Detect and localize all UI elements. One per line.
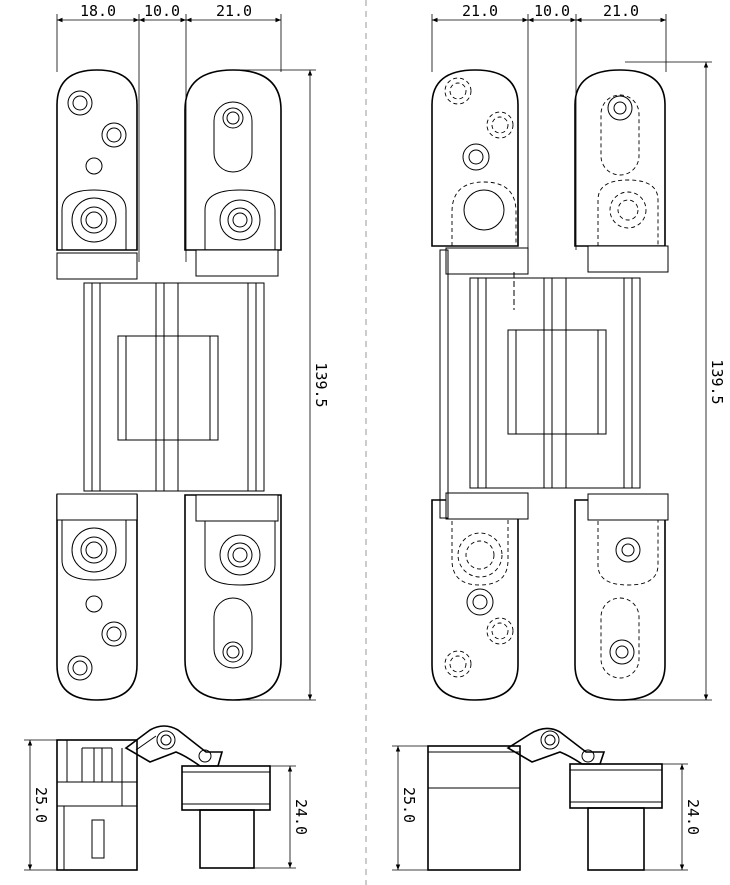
right-leaf-bottom — [184, 494, 282, 701]
hinge-arm — [124, 725, 224, 767]
right-top-dimensions: 21.0 10.0 21.0 139.5 — [431, 2, 726, 701]
dim-left-2: 10.0 — [144, 2, 180, 20]
dim-right-3: 21.0 — [603, 2, 639, 20]
clamp-plate — [56, 252, 138, 280]
dim-left-1: 18.0 — [80, 2, 116, 20]
left-leaf-top — [56, 69, 138, 251]
dim-side-right-height: 24.0 — [292, 799, 310, 835]
right-side-view: 25.0 24.0 — [392, 727, 702, 871]
right-view-leaf-left-bottom — [431, 499, 519, 701]
dim-right-1: 21.0 — [462, 2, 498, 20]
left-top-dimensions: 18.0 10.0 21.0 139.5 — [56, 2, 330, 701]
right-view-leaf-right-top — [574, 69, 666, 247]
clamp-plate — [195, 494, 279, 522]
right-view-leaf-right-bottom — [574, 499, 666, 701]
dim-side-left-height: 25.0 — [32, 787, 50, 823]
dim-left-3: 21.0 — [216, 2, 252, 20]
clamp-plate — [587, 493, 669, 521]
clamp-plate — [587, 245, 669, 273]
dim-side-left-height-2: 25.0 — [400, 787, 418, 823]
dim-side-right-height-2: 24.0 — [684, 799, 702, 835]
right-view-leaf-left-top — [431, 69, 519, 247]
right-leaf-top — [184, 69, 282, 251]
dim-right-2: 10.0 — [534, 2, 570, 20]
clamp-plate — [195, 249, 279, 277]
clamp-plate — [445, 247, 529, 275]
dim-height-right: 139.5 — [708, 359, 726, 404]
dim-height-left: 139.5 — [312, 362, 330, 407]
right-front-view — [431, 69, 669, 701]
hinge-arm — [506, 727, 606, 765]
clamp-plate — [445, 492, 529, 520]
left-side-view: 25.0 24.0 — [24, 725, 310, 871]
clamp-plate — [56, 493, 138, 521]
left-leaf-bottom — [56, 494, 138, 701]
left-front-view — [56, 69, 282, 701]
